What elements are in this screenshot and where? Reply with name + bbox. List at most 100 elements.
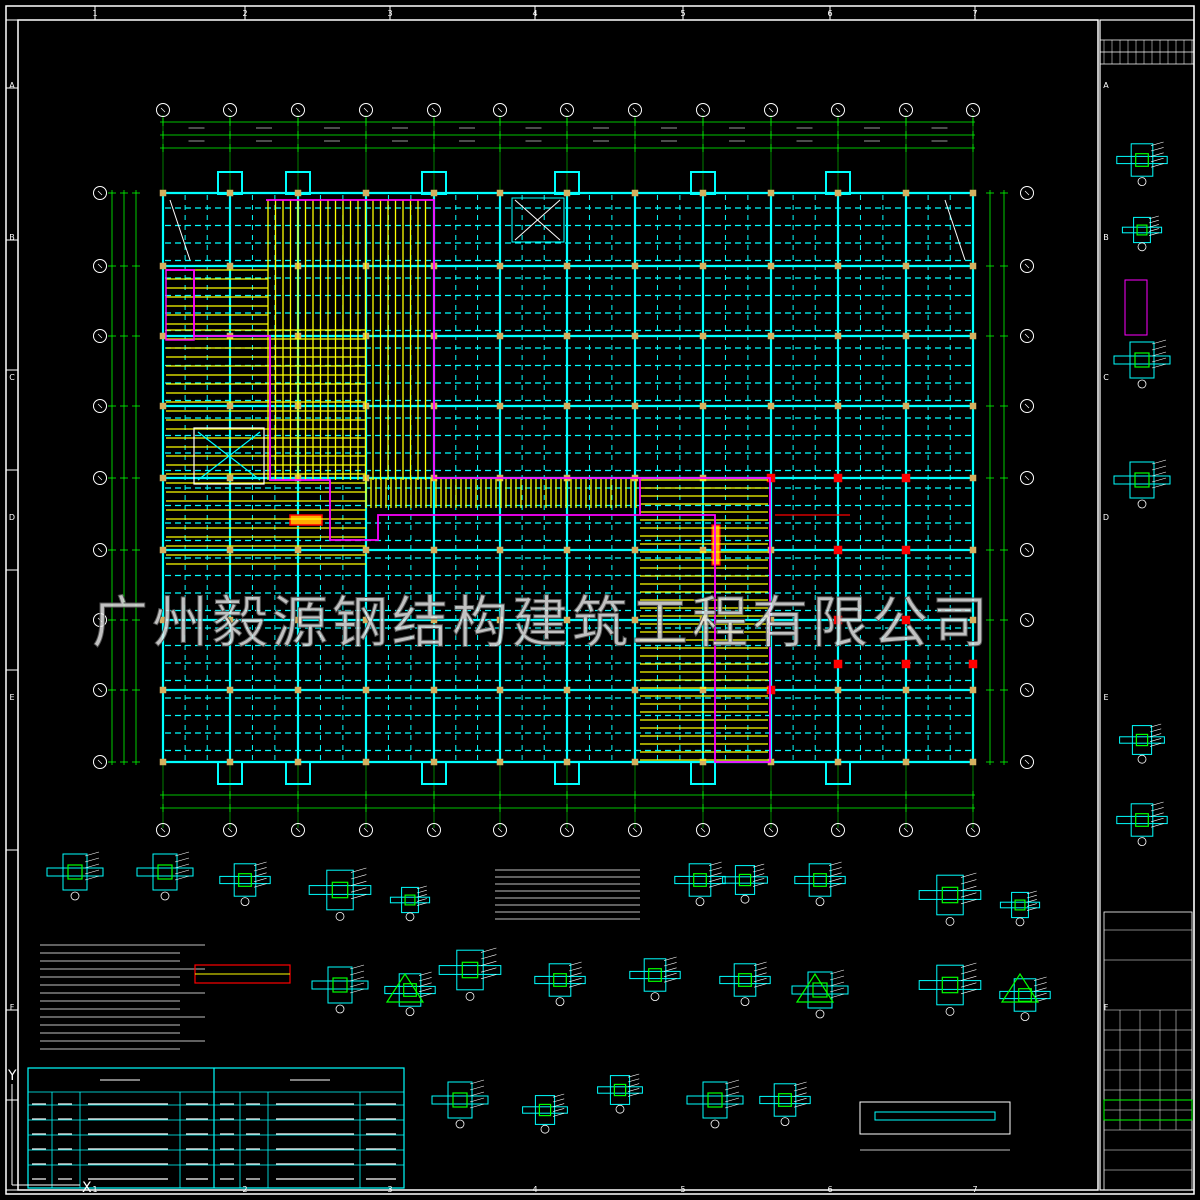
axis-bubble-mark [97, 687, 103, 693]
detail-leader [1150, 823, 1164, 828]
axis-bubble-mark [768, 107, 774, 113]
axis-bubble-mark [160, 107, 166, 113]
bracing [944, 199, 966, 261]
detail-leader [418, 982, 432, 987]
detail-plate [1134, 472, 1150, 488]
column-node [699, 758, 707, 766]
zone-boundary [640, 477, 771, 763]
marker [901, 615, 911, 625]
detail-beam [999, 901, 1041, 909]
detail-leader [174, 851, 190, 857]
detail-leader [960, 975, 977, 981]
column-node [226, 758, 234, 766]
detail-tag [1137, 499, 1147, 509]
bracing [169, 199, 191, 261]
detail-beam [719, 975, 771, 985]
detail-tag [1137, 177, 1147, 187]
detail-hip [1000, 972, 1040, 1003]
column-node [631, 546, 639, 554]
highlight-member [289, 514, 323, 526]
detail-column [1129, 341, 1155, 379]
detail-leader [708, 877, 722, 883]
column-node [496, 616, 504, 624]
border-letter-right: B [1103, 233, 1109, 242]
detail-leader [418, 993, 432, 998]
column-node [159, 262, 167, 270]
detail-leader [253, 877, 267, 883]
column-node [496, 686, 504, 694]
detail-beam [522, 1106, 568, 1114]
detail-column [702, 1081, 728, 1119]
detail-column [1130, 803, 1154, 837]
detail-leader [568, 967, 582, 972]
detail-column [327, 966, 353, 1004]
axis-bubble-mark [363, 107, 369, 113]
detail-leader [793, 1087, 807, 1092]
column-node [226, 616, 234, 624]
detail-plate [461, 961, 479, 979]
highlight-member [711, 524, 721, 566]
detail-column [1011, 891, 1029, 919]
detail-leader [1026, 907, 1037, 911]
axis-bubble [359, 823, 373, 837]
column-node [430, 758, 438, 766]
detail-leader [1151, 471, 1167, 477]
detail-column [807, 971, 833, 1009]
detail-column [398, 973, 422, 1007]
column-node [496, 332, 504, 340]
marker [833, 545, 843, 555]
column-node [834, 189, 842, 197]
column-node [834, 686, 842, 694]
detail-leader [480, 967, 497, 973]
column-node [430, 546, 438, 554]
column-node [294, 616, 302, 624]
detail-plate [778, 1093, 792, 1107]
detail-leader [253, 861, 267, 866]
axis-bubble [1020, 755, 1034, 769]
detail-leader [350, 867, 367, 873]
axis-bubble-mark [564, 107, 570, 113]
column-node [767, 616, 775, 624]
detail-beam [1121, 226, 1163, 234]
detail-leader [84, 875, 100, 881]
column-node [159, 546, 167, 554]
detail-leader [253, 872, 267, 877]
detail-tag [405, 1007, 415, 1016]
column-node [969, 616, 977, 624]
axis-bubble-mark [768, 827, 774, 833]
detail-beam [674, 875, 726, 885]
column-node [767, 402, 775, 410]
detail-plate [1018, 988, 1032, 1002]
column-node [902, 332, 910, 340]
detail-leader [416, 898, 427, 902]
axis-bubble-mark [97, 547, 103, 553]
detail-tag [160, 891, 170, 901]
column-node [969, 758, 977, 766]
stair-opening [165, 269, 195, 341]
column-node [834, 758, 842, 766]
detail-leader [829, 981, 845, 987]
column-node [430, 189, 438, 197]
column-node [563, 332, 571, 340]
detail-tag [710, 1119, 720, 1129]
column-node [969, 262, 977, 270]
detail-leader [960, 969, 977, 975]
axis-bubble [628, 103, 642, 117]
detail-leader [753, 961, 767, 966]
detail-tag [455, 1119, 465, 1129]
detail-leader [416, 889, 427, 894]
axis-bubble [93, 613, 107, 627]
detail-leader [350, 874, 367, 880]
detail-leader [1026, 894, 1037, 899]
detail-leader [1151, 459, 1167, 465]
detail-beam [1119, 736, 1165, 744]
detail-leader [1149, 723, 1162, 728]
axis-bubble [93, 683, 107, 697]
zone-boundary [166, 199, 641, 541]
detail-beam [791, 985, 849, 995]
column-node [902, 189, 910, 197]
border-number: 5 [680, 9, 685, 18]
axis-bubble-mark [97, 617, 103, 623]
detail-leader [753, 967, 767, 972]
detail-leader [416, 894, 427, 898]
